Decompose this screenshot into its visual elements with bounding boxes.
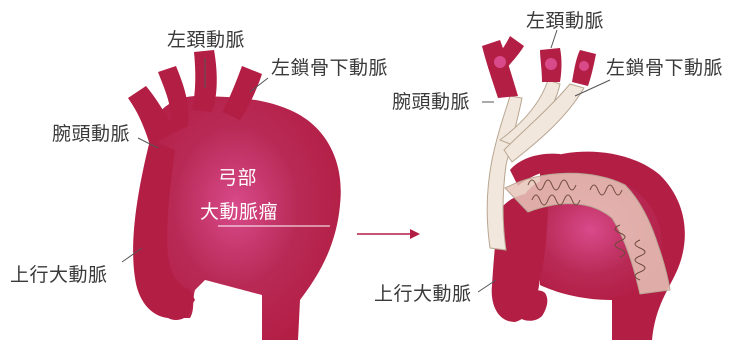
before-aorta (128, 50, 341, 340)
label-left-subclavian-after: 左鎖骨下動脈 (606, 59, 723, 78)
after-aorta (482, 36, 685, 340)
branch-highlight (579, 61, 589, 71)
right-arrow-icon (357, 229, 420, 239)
label-aneurysm-line2: 大動脈瘤 (200, 203, 278, 222)
label-left-subclavian-before: 左鎖骨下動脈 (271, 59, 388, 78)
label-aneurysm-line1: 弓部 (218, 169, 257, 188)
label-ascending-aorta-after: 上行大動脈 (374, 285, 472, 304)
label-brachiocephalic-after: 腕頭動脈 (392, 93, 470, 112)
label-left-carotid-before: 左頚動脈 (167, 31, 245, 50)
left-carotid-artery-before (192, 50, 217, 112)
label-left-carotid-after: 左頚動脈 (526, 12, 604, 31)
branch-highlight (494, 56, 506, 68)
label-brachiocephalic-before: 腕頭動脈 (52, 125, 130, 144)
branch-highlight (545, 58, 557, 70)
label-ascending-aorta-before: 上行大動脈 (10, 266, 108, 285)
